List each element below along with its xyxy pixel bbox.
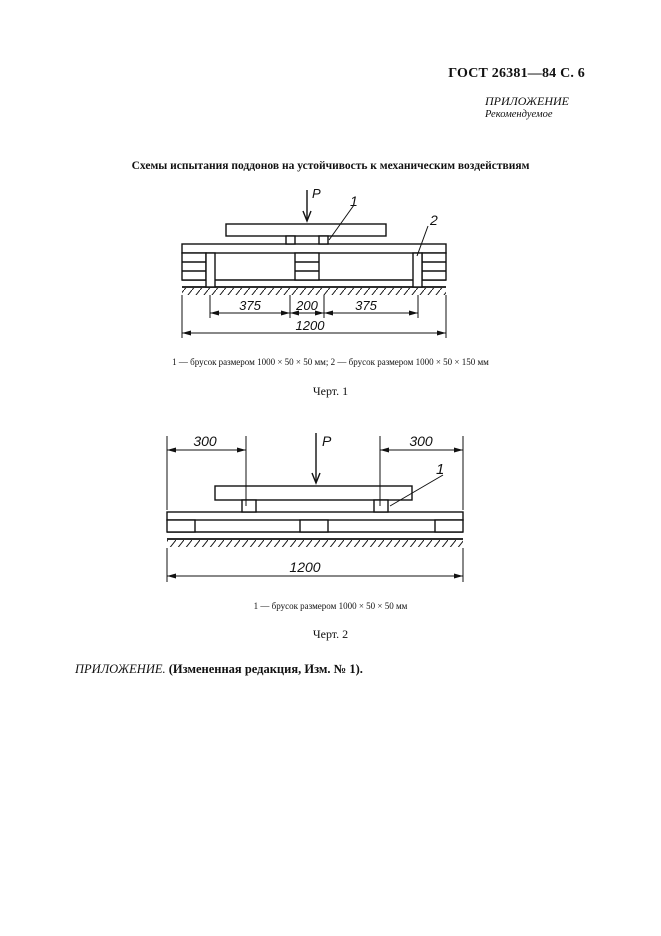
fig1-dim-center: 200 [295, 298, 318, 313]
ground-hatch-2 [167, 540, 463, 547]
load-board [225, 223, 387, 237]
fig1-dim-total: 1200 [296, 318, 326, 333]
bar-1-right-2 [373, 499, 389, 513]
footer-appendix: ПРИЛОЖЕНИЕ. [75, 662, 166, 676]
pallet2-block-center [299, 519, 329, 533]
figure-2-caption: 1 — брусок размером 1000 × 50 × 50 мм [253, 601, 408, 611]
appendix-label: ПРИЛОЖЕНИЕ [485, 94, 569, 108]
fig1-dim-right: 375 [355, 298, 377, 313]
pallet2-block-left [166, 519, 196, 533]
fig1-dim-left: 375 [239, 298, 261, 313]
bar-1-right [318, 235, 329, 245]
fig2-dim-right: 300 [409, 433, 433, 449]
bar-2-left [205, 252, 216, 288]
bar-2-right [412, 252, 423, 288]
footer-note: ПРИЛОЖЕНИЕ. (Измененная редакция, Изм. №… [75, 662, 363, 677]
fig1-callout-1: 1 [350, 193, 358, 209]
document-header: ГОСТ 26381—84 С. 6 [448, 66, 585, 81]
fig1-load-label: P [312, 186, 321, 201]
appendix-block: ПРИЛОЖЕНИЕ Рекомендуемое [485, 95, 569, 121]
figure-2-label: Черт. 2 [312, 627, 349, 641]
figure-1-diagram: P 1 2 375 200 375 1200 [181, 186, 447, 338]
bar-1-left-2 [241, 499, 257, 513]
ground-hatch [182, 288, 446, 295]
appendix-status: Рекомендуемое [485, 109, 553, 120]
figure-1-caption: 1 — брусок размером 1000 × 50 × 50 мм; 2… [172, 357, 489, 367]
pallet-block-center [294, 252, 320, 281]
pallet2-top-deck [166, 511, 464, 521]
figure-1-label: Черт. 1 [312, 384, 349, 398]
pallet-block-right [421, 252, 447, 281]
fig2-dim-left: 300 [193, 433, 217, 449]
fig2-load-label: P [322, 433, 332, 449]
pallet2-block-right [434, 519, 464, 533]
load-board-2 [214, 485, 413, 501]
footer-amendment: (Измененная редакция, Изм. № 1). [168, 662, 363, 676]
fig2-callout-1: 1 [436, 461, 444, 478]
figure-2-diagram: P 1 300 300 1200 [166, 433, 464, 582]
section-title: Схемы испытания поддонов на устойчивость… [131, 160, 530, 172]
bar-1-left [285, 235, 296, 245]
fig1-callout-2: 2 [429, 212, 438, 228]
fig2-dim-total: 1200 [289, 559, 320, 575]
